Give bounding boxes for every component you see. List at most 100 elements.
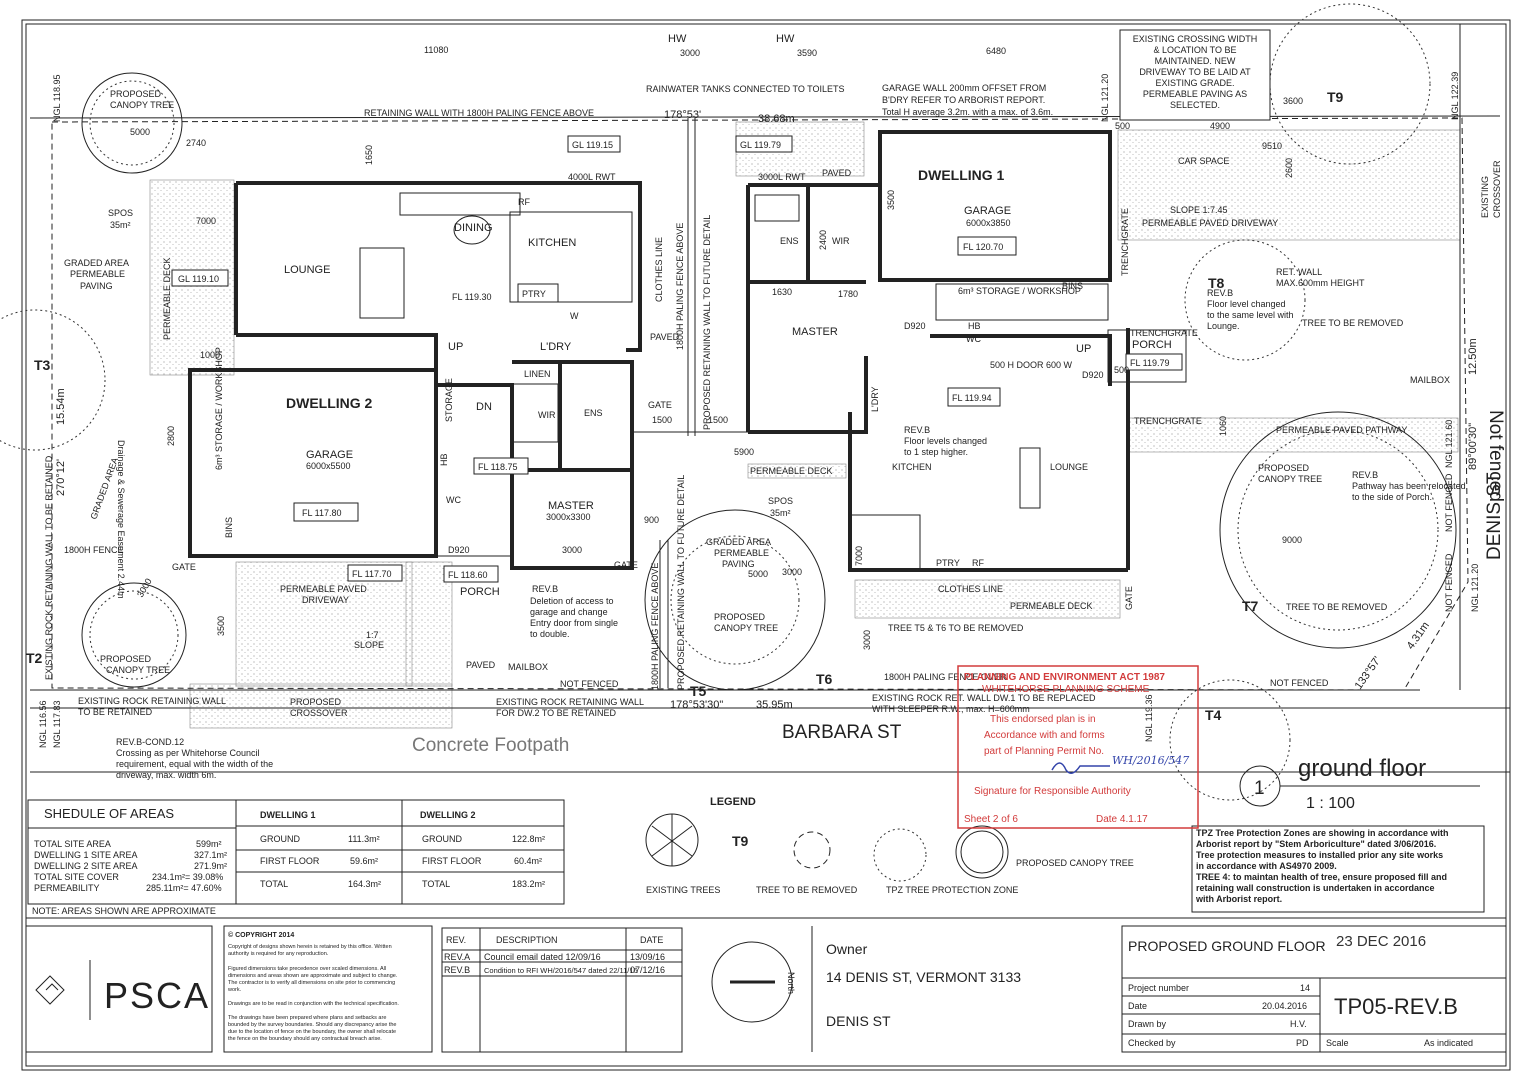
tree-t6-label: T6 xyxy=(816,671,833,687)
crossing-note-3: MAINTAINED. NEW xyxy=(1155,56,1236,66)
copyright-line-1: Copyright of designs shown herein is ret… xyxy=(228,944,392,950)
legend-tree-removed: TREE TO BE REMOVED xyxy=(756,885,858,895)
copyright-line-4: Figured dimensions take precedence over … xyxy=(228,966,386,972)
areas-dw1-first-value: 59.6m² xyxy=(350,856,378,866)
gate-left: GATE xyxy=(172,562,196,572)
canopy-tree-r-1: PROPOSED xyxy=(1258,463,1310,473)
tree-t8-label: T8 xyxy=(1208,275,1225,291)
dw2-garage: GARAGE xyxy=(306,449,353,461)
denis-st-label: DENIS ST xyxy=(1484,472,1505,560)
dw1-rf: RF xyxy=(972,558,984,568)
dw2-wir: WIR xyxy=(538,410,556,420)
dw1-fl-main-box xyxy=(947,387,1001,407)
dim-3500-dw1: 3500 xyxy=(886,190,896,210)
dw2-porch: PORCH xyxy=(460,586,500,598)
dw2-fl-drive-box xyxy=(347,564,403,582)
dw1-wc: WC xyxy=(966,334,981,344)
areas-dw1-title: DWELLING 1 xyxy=(260,810,316,820)
canopy-bl-1: PROPOSED xyxy=(100,654,152,664)
tpz-note-1: TPZ Tree Protection Zones are showing in… xyxy=(1196,828,1449,838)
graded-centre-1: GRADED AREA xyxy=(706,537,771,547)
areas-title: SHEDULE OF AREAS xyxy=(44,806,174,821)
dim-5000-centre: 5000 xyxy=(748,569,768,579)
dw2-bins: BINS xyxy=(224,517,234,538)
crossing-note-2: & LOCATION TO BE xyxy=(1153,45,1236,55)
graded-left-3: PAVING xyxy=(80,281,113,291)
dw1-fl-garage: FL 120.70 xyxy=(963,242,1003,252)
area-row-3-value: 271.9m² xyxy=(194,861,227,871)
areas-dw2-total-label: TOTAL xyxy=(422,879,450,889)
ngl-121-20-bottom: NGL 121.20 xyxy=(1470,564,1480,612)
north-label: North xyxy=(786,972,796,994)
copyright-line-9: Drawings are to be read in conjunction w… xyxy=(228,1001,399,1007)
areas-dw1-ground-value: 111.3m² xyxy=(348,834,380,844)
rev-b-dw1-2: Floor levels changed xyxy=(904,436,987,446)
dw2-kitchen: KITCHEN xyxy=(528,237,576,249)
copyright-line-11: The drawings have been prepared where pl… xyxy=(228,1015,386,1021)
area-row-1-value: 599m² xyxy=(196,839,222,849)
tree-t7-label: T7 xyxy=(1242,598,1259,614)
existing-crossover-1: EXISTING xyxy=(1480,176,1490,218)
dw1-up: UP xyxy=(1076,343,1091,355)
rev-a-date: 13/09/16 xyxy=(630,952,665,962)
dim-hw-1: 3000 xyxy=(680,48,700,58)
drainage-easement: Drainage & Sewerage Easement 2.44m xyxy=(116,440,126,599)
permeable-areas xyxy=(149,121,1461,729)
spos-left-1: SPOS xyxy=(108,208,133,218)
ngl-117-83: NGL 117.83 xyxy=(52,700,62,748)
tree-circles xyxy=(0,3,1457,801)
right-length: 12.50m xyxy=(1467,338,1479,375)
dim-3000-dw1: 3000 xyxy=(862,630,872,650)
psca-logo: PSCA xyxy=(104,975,210,1016)
crossing-note-5: EXISTING GRADE. xyxy=(1155,78,1234,88)
length-top: 38.68m xyxy=(758,113,795,125)
stamp-line-3: This endorsed plan is in xyxy=(990,714,1096,725)
tree-t2-label: T2 xyxy=(26,650,43,666)
area-row-1-label: TOTAL SITE AREA xyxy=(34,839,111,849)
cond12-4: driveway, max. width 6m. xyxy=(116,770,216,780)
ret-wall-note-2: MAX.600mm HEIGHT xyxy=(1276,278,1365,288)
trenchgrate-1: TRENCHGRATE xyxy=(1130,328,1198,338)
dw1-hb: HB xyxy=(968,321,981,331)
rev-b-desc: Condition to RFI WH/2016/547 dated 22/11… xyxy=(484,966,638,975)
dw1-fl-garage-box xyxy=(957,236,1017,256)
dw2-storage: 6m³ STORAGE / WORKSHOP xyxy=(214,347,224,470)
dw2-fl-porch: FL 118.60 xyxy=(448,570,488,580)
retaining-left: EXISTING ROCK RETAINING WALL TO BE RETAI… xyxy=(44,455,54,680)
gl-dw1: GL 119.79 xyxy=(740,140,781,150)
cond12-2: Crossing as per Whitehorse Council xyxy=(116,748,260,758)
view-scale: 1 : 100 xyxy=(1306,795,1355,812)
dw2-w: W xyxy=(570,311,579,321)
rev-b-date: 07/12/16 xyxy=(630,965,665,975)
areas-dw1-ground-label: GROUND xyxy=(260,834,300,844)
rock-wall-dw2-1: EXISTING ROCK RETAINING WALL xyxy=(496,697,644,707)
crossing-note-6: PERMEABLE PAVING AS xyxy=(1143,89,1247,99)
dw1-bins: BINS xyxy=(1062,281,1083,291)
planning-stamp: PLANNING AND ENVIRONMENT ACT 1987 WHITEH… xyxy=(957,665,1199,829)
dw2-ens: ENS xyxy=(584,408,603,418)
rev-b-code: REV.B xyxy=(444,965,470,975)
rwt-dw1: 3000L RWT xyxy=(758,172,806,182)
dw2-fl-main: FL 119.30 xyxy=(452,292,492,302)
project-number-label: Project number xyxy=(1128,983,1189,993)
dw2-linen: LINEN xyxy=(524,369,551,379)
dwelling-1-walls xyxy=(746,130,1187,572)
rev-b-dw2-3: garage and change xyxy=(530,607,608,617)
tree-t9-label: T9 xyxy=(1327,89,1344,105)
not-fenced-bottom-left: NOT FENCED xyxy=(560,679,619,689)
dw2-master: MASTER xyxy=(548,500,594,512)
stamp-line-5: part of Planning Permit No. xyxy=(984,746,1104,757)
psca-logo-mark xyxy=(35,975,65,1005)
graded-centre-2: PERMEABLE xyxy=(714,548,769,558)
dw2-storage-closet: STORAGE xyxy=(444,378,454,422)
garage-wall-note-2: B'DRY REFER TO ARBORIST REPORT. xyxy=(882,95,1045,105)
dw2-fl-garage: FL 117.80 xyxy=(302,508,342,518)
date-label: Date xyxy=(1128,1001,1147,1011)
spos-left-2: 35m² xyxy=(110,220,131,230)
dw2-fl-garage-box xyxy=(293,502,359,522)
drawing-title: PROPOSED GROUND FLOOR xyxy=(1128,938,1326,954)
dw1-garage: GARAGE xyxy=(964,205,1011,217)
dim-1000-left: 1000 xyxy=(200,350,220,360)
dw1-fl-main: FL 119.94 xyxy=(952,393,992,403)
rain-tanks-note: RAINWATER TANKS CONNECTED TO TOILETS xyxy=(646,84,845,94)
